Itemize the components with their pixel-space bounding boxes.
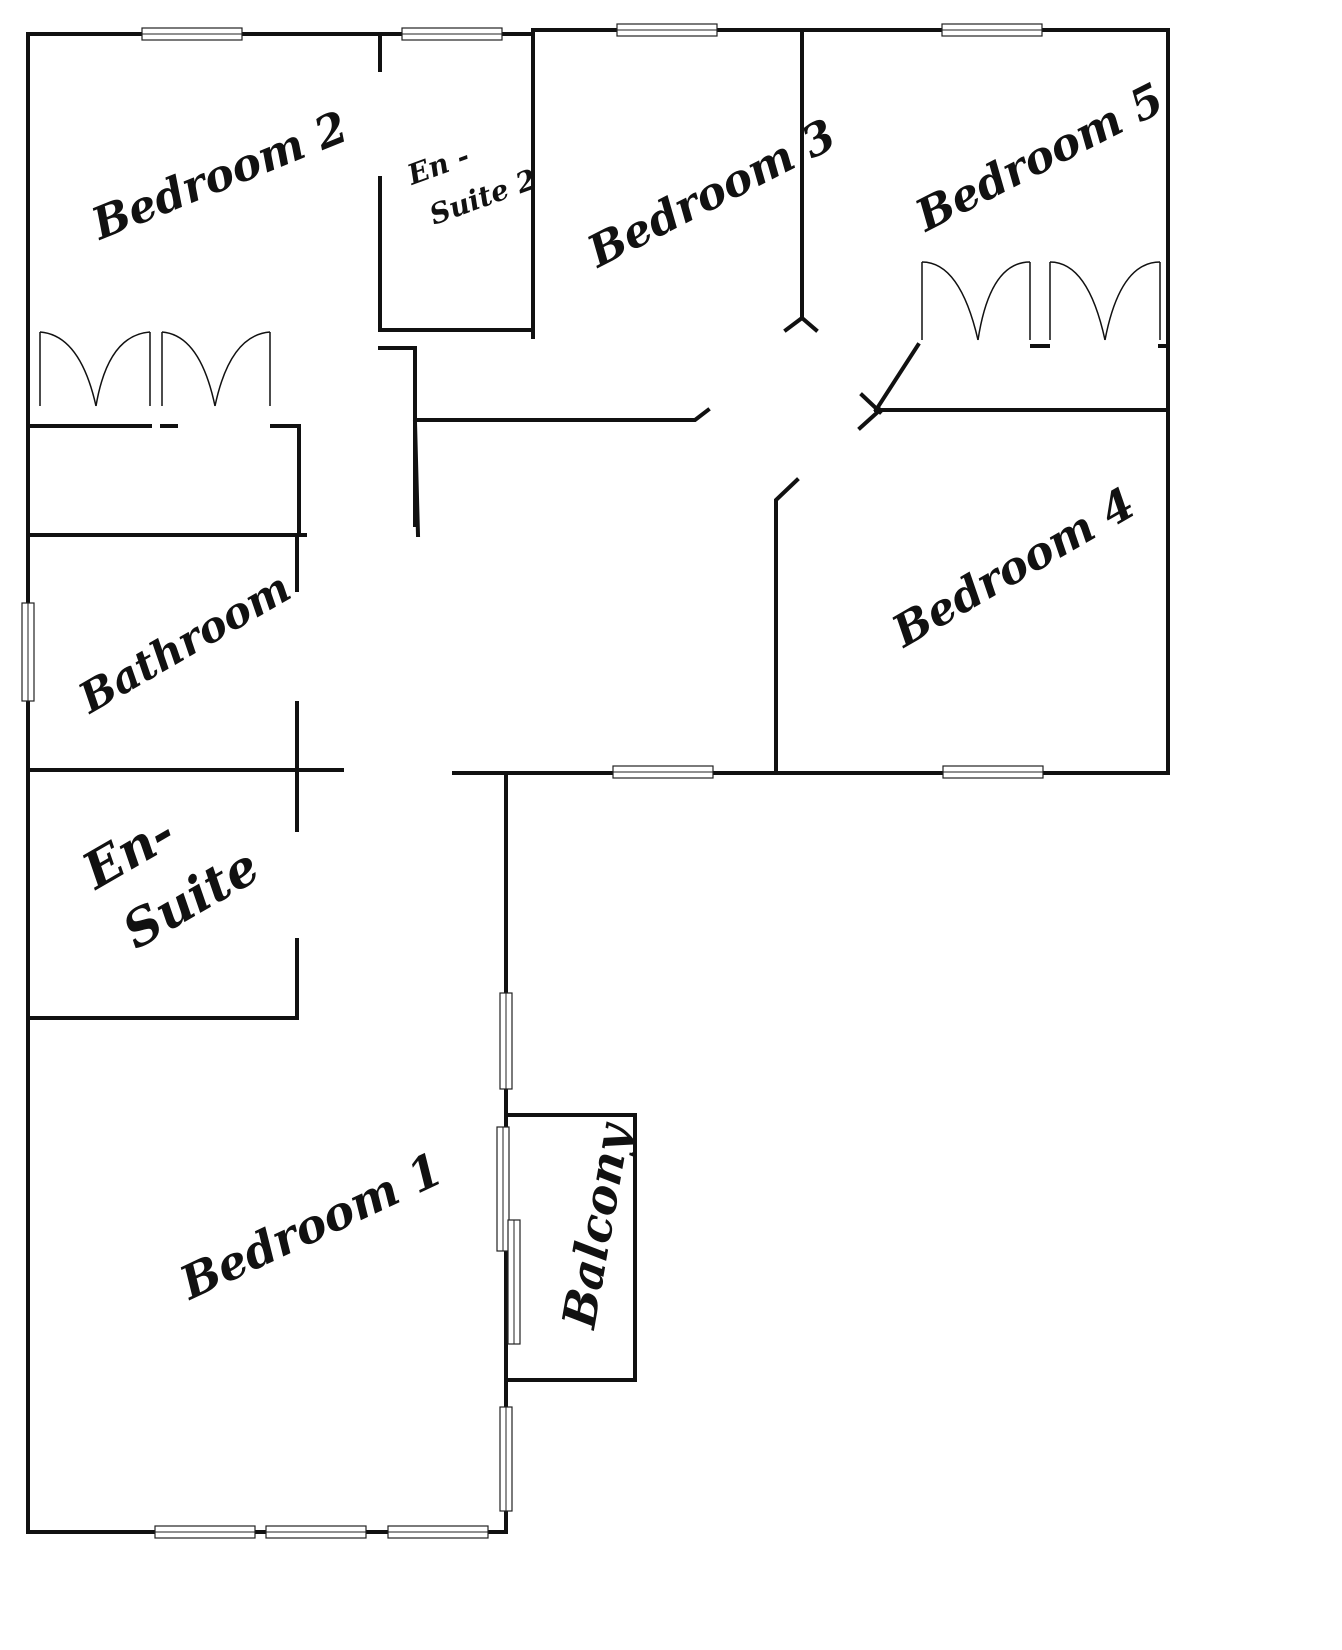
window-bottom-2 — [265, 1525, 367, 1539]
label-bedroom-1: Bedroom 1 — [170, 1142, 451, 1311]
window-top-bedroom2 — [141, 27, 243, 41]
window-bedroom1-right-upper — [499, 992, 513, 1090]
label-en-suite-2-line1: En - — [402, 139, 474, 192]
window-top-bedroom3 — [616, 23, 718, 37]
label-bedroom-2: Bedroom 2 — [83, 102, 355, 251]
window-top-ensuite2 — [401, 27, 503, 41]
label-bedroom-4: Bedroom 4 — [882, 478, 1143, 658]
window-hall — [612, 765, 714, 779]
window-bottom-3 — [387, 1525, 489, 1539]
windows — [21, 23, 1044, 1539]
wardrobe-doors — [39, 261, 1161, 407]
label-balcony: Balcony — [551, 1117, 641, 1333]
room-labels: Bedroom 2 En - Suite 2 Bedroom 3 Bedroom… — [70, 74, 1172, 1334]
window-balcony-door-a — [496, 1126, 510, 1252]
label-bedroom-5: Bedroom 5 — [906, 74, 1172, 243]
window-left-bathroom — [21, 602, 35, 702]
window-top-bedroom5 — [941, 23, 1043, 37]
window-bedroom1-right-lower — [499, 1406, 513, 1512]
window-bottom-1 — [154, 1525, 256, 1539]
label-bathroom: Bathroom — [70, 563, 299, 724]
window-bedroom4 — [942, 765, 1044, 779]
window-balcony-door-b — [507, 1219, 521, 1345]
